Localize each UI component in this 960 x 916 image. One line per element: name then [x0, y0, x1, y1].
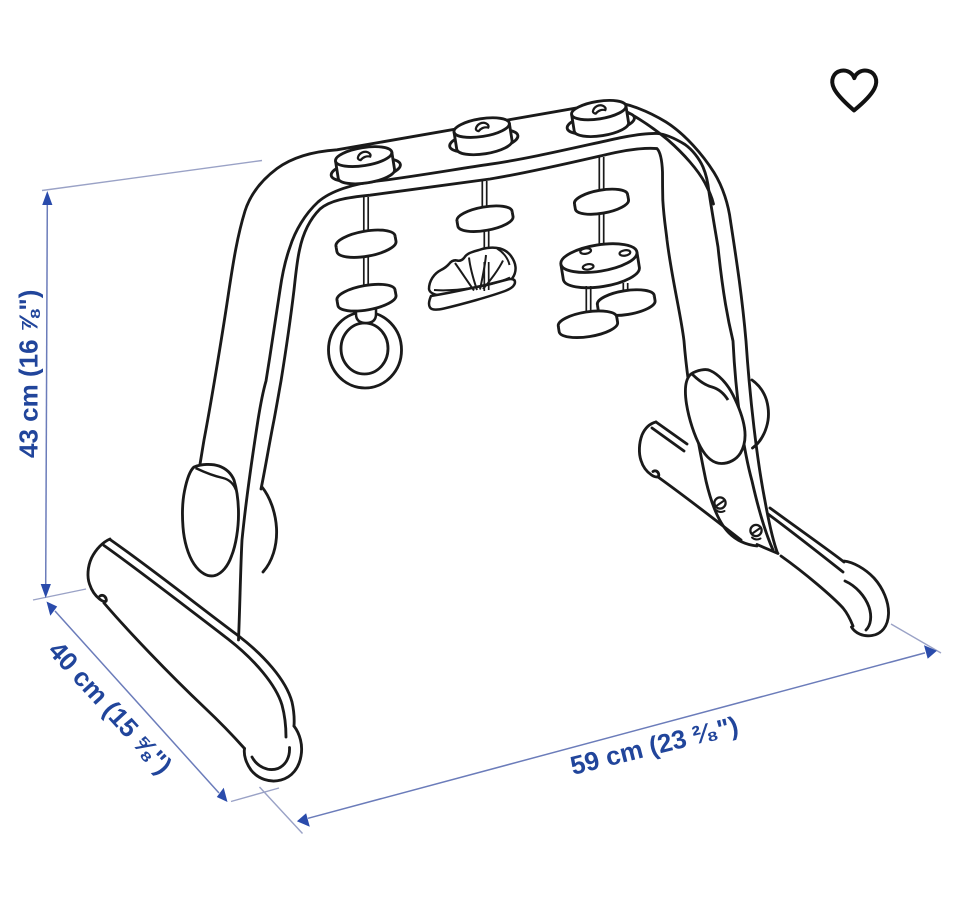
svg-text:40 cm (15 ⅝"): 40 cm (15 ⅝"): [43, 635, 179, 780]
svg-text:59 cm (23 ²⁄₈"): 59 cm (23 ²⁄₈"): [567, 710, 741, 781]
svg-text:43 cm (16 ⅞"): 43 cm (16 ⅞"): [14, 290, 44, 458]
